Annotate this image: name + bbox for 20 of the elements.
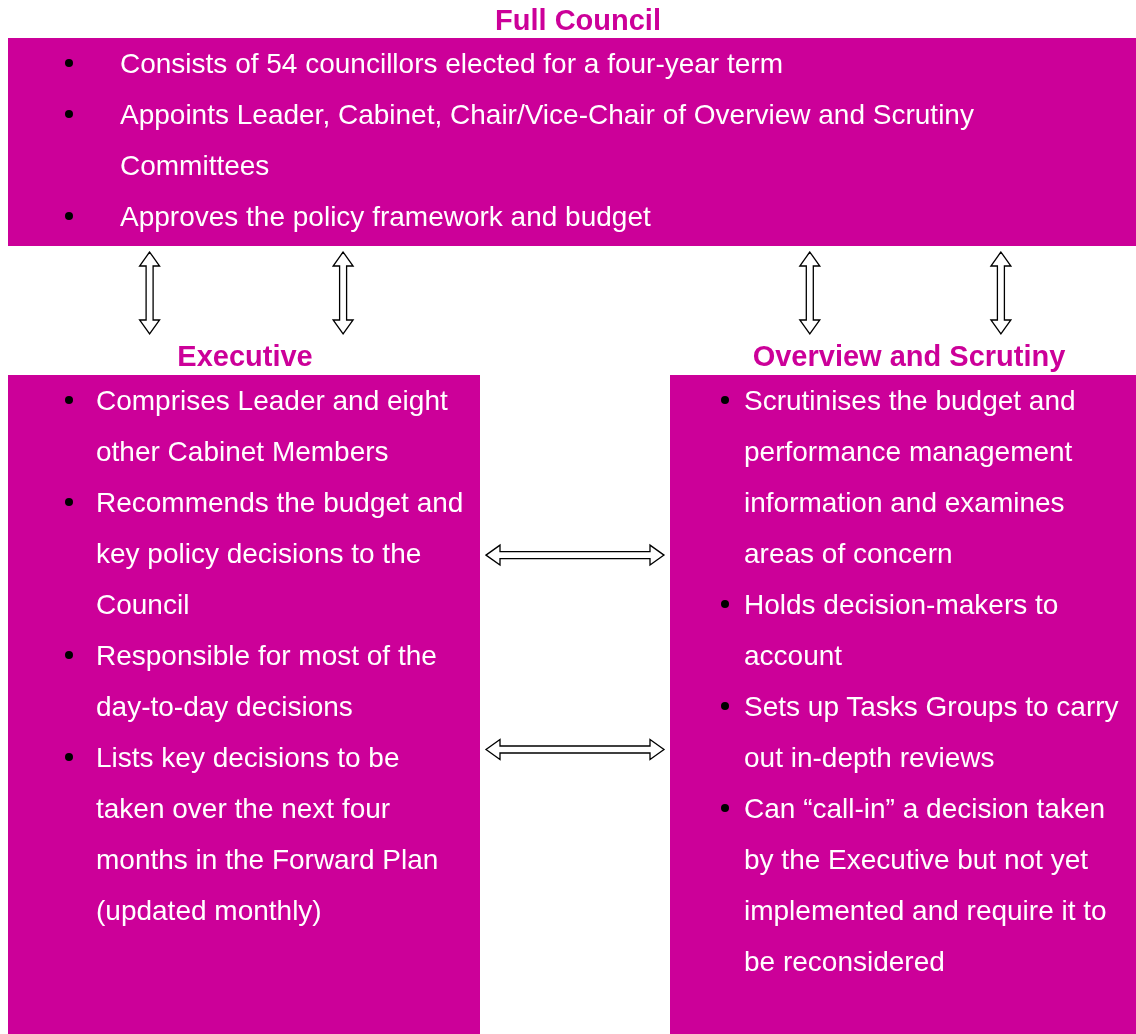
bullet-text: Sets up Tasks Groups to carry out in-depth reviews	[744, 690, 1120, 775]
double-arrow	[989, 250, 1013, 336]
double-arrow	[484, 738, 666, 761]
double-arrow	[138, 250, 161, 336]
bullet-text: Responsible for most of the day-to-day decisions	[96, 639, 438, 724]
bullet-text: Can “call-in” a decision taken by the Executive but not yet implemented and require it to be reconsidered	[744, 792, 1108, 979]
box-heading: Full Council	[495, 4, 661, 36]
bullet-text: Approves the policy framework and budget	[120, 200, 652, 234]
bullet-text: Holds decision-makers to account	[744, 588, 1060, 673]
bullet-text: Comprises Leader and eight other Cabinet Members	[96, 384, 449, 469]
bullet-text: Appoints Leader, Cabinet, Chair/Vice-Chair of Overview and Scrutiny Committees	[120, 98, 975, 183]
bullet-text: Lists key decisions to be taken over the next four months in the Forward Plan (updated monthly)	[96, 741, 440, 928]
double-arrow	[484, 543, 666, 567]
double-arrow	[798, 250, 822, 336]
bullet-text: Scrutinises the budget and performance management information and examines areas of concern	[744, 384, 1077, 571]
bullet-text: Recommends the budget and key policy decisions to the Council	[96, 486, 465, 622]
double-arrow	[331, 250, 355, 336]
box-heading: Executive	[177, 340, 313, 372]
bullet-text: Consists of 54 councillors elected for a four-year term	[120, 47, 784, 81]
box-heading: Overview and Scrutiny	[752, 340, 1066, 372]
